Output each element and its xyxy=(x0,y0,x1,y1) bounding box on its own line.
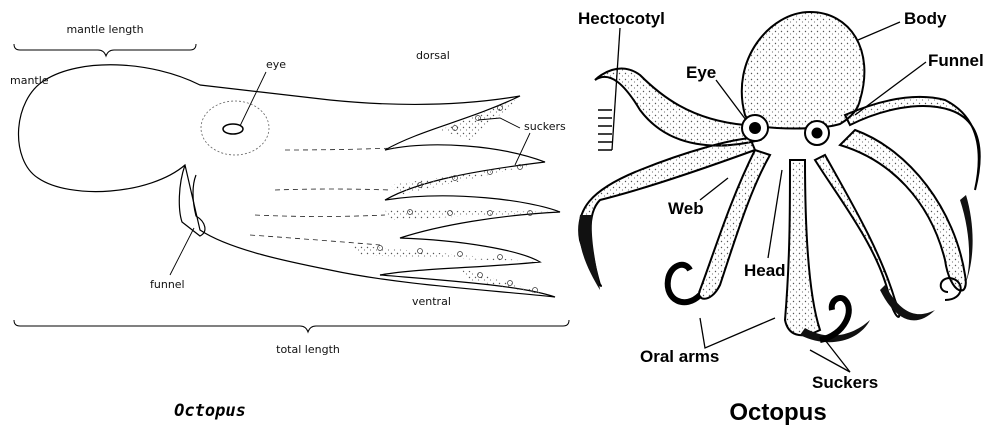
arm-base-lines xyxy=(250,148,395,245)
right-funnel-label: Funnel xyxy=(928,51,984,70)
mantle-label: mantle xyxy=(10,74,49,87)
suckers-label-right: Suckers xyxy=(812,373,878,392)
octopus-body xyxy=(742,12,865,129)
web-label: Web xyxy=(668,199,704,218)
suckers-label: suckers xyxy=(524,120,566,133)
left-eye-pupil xyxy=(749,122,761,134)
right-caption: Octopus xyxy=(729,399,826,426)
hectocotyl-label: Hectocotyl xyxy=(578,9,665,28)
dorsal-label: dorsal xyxy=(416,49,450,62)
oral-arms-label: Oral arms xyxy=(640,347,719,366)
head-label: Head xyxy=(744,261,786,280)
mantle-length-label: mantle length xyxy=(66,23,143,36)
funnel-pointer xyxy=(170,228,194,275)
total-length-label: total length xyxy=(276,343,340,356)
body-label: Body xyxy=(904,9,947,28)
eye-pointer xyxy=(240,72,266,126)
suckers-pointer-2 xyxy=(515,133,530,165)
octopus-side-body xyxy=(19,65,560,297)
right-eye-pupil xyxy=(812,128,823,139)
eye-ring xyxy=(201,101,269,155)
suckers-arm xyxy=(820,298,849,340)
ventral-label: ventral xyxy=(412,295,451,308)
funnel-label: funnel xyxy=(150,278,185,291)
funnel-shape xyxy=(179,165,205,236)
right-octopus-diagram: Hectocotyl Eye Body Funnel Web Head Oral… xyxy=(578,9,984,426)
oral-arm-left xyxy=(668,265,700,302)
total-length-bracket xyxy=(14,320,569,332)
right-eye-label: Eye xyxy=(686,63,716,82)
eye-label: eye xyxy=(266,58,286,71)
mantle-length-bracket xyxy=(14,44,196,56)
left-octopus-diagram: mantle length mantle eye dorsal suckers … xyxy=(10,23,569,421)
left-caption: Octopus xyxy=(174,401,246,421)
hectocotyl-grooves xyxy=(598,110,612,150)
